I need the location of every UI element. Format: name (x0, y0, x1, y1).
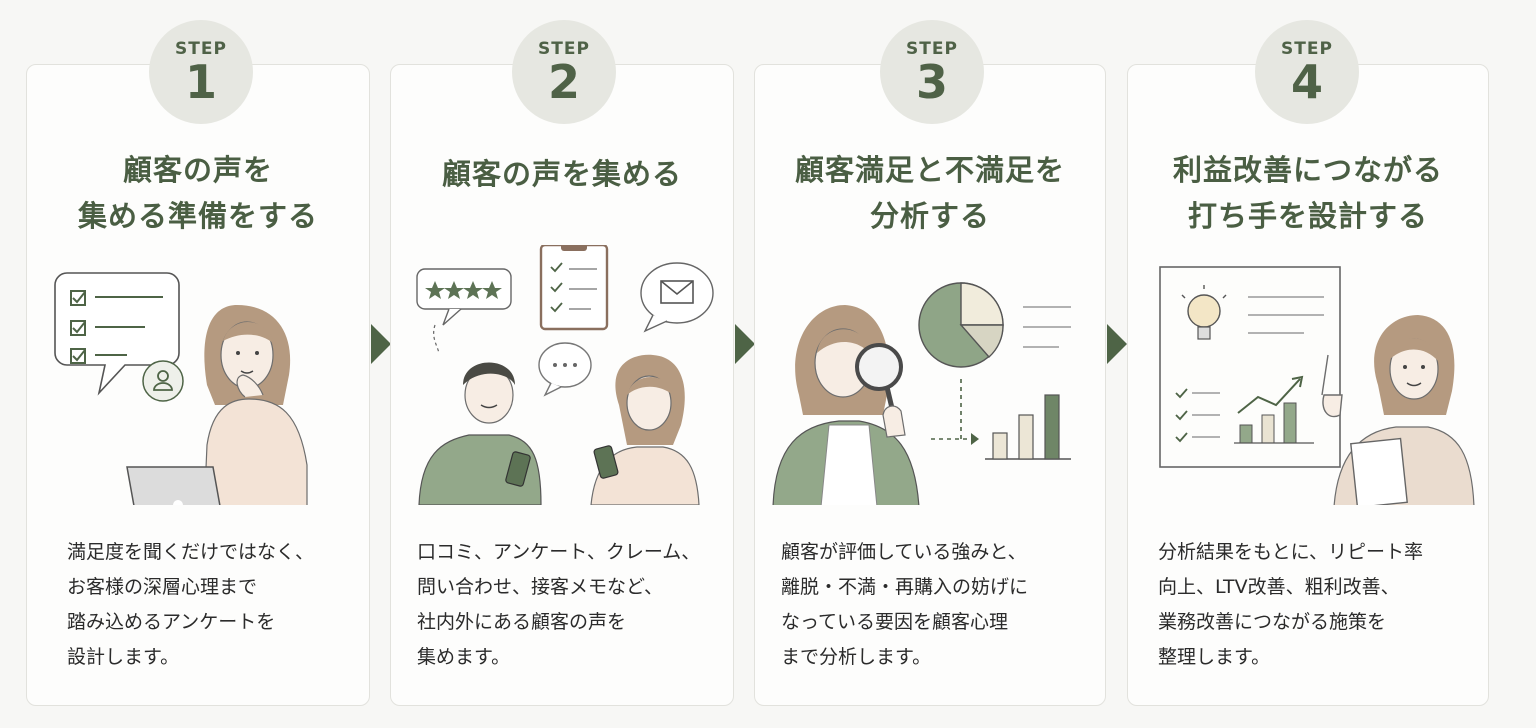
step-badge-4: STEP 4 (1255, 20, 1359, 124)
title-line: 顧客の声を (122, 153, 273, 187)
step-card-2: 顧客の声を集める (390, 64, 734, 706)
arrow-right-icon (1107, 324, 1127, 364)
step-label: STEP (538, 39, 590, 59)
document-icon (1350, 437, 1408, 505)
title-line: 分析する (869, 199, 990, 233)
clipboard-icon (539, 245, 609, 331)
description-line: 離脱・不満・再購入の妨げに (781, 576, 1029, 598)
user-icon (142, 360, 184, 402)
step-title: 顧客満足と不満足を 分析する (755, 147, 1105, 239)
step-description: 分析結果をもとに、リピート率 向上、LTV改善、粗利改善、 業務改善につながる施… (1158, 535, 1423, 675)
step-number: 4 (1290, 55, 1323, 109)
description-line: まで分析します。 (781, 646, 932, 668)
step-title: 顧客の声を集める (391, 151, 733, 197)
smartphone-icon (505, 451, 531, 487)
description-line: 口コミ、アンケート、クレーム、 (417, 541, 701, 563)
title-line: 打ち手を設計する (1187, 199, 1428, 233)
step-badge-2: STEP 2 (512, 20, 616, 124)
description-line: 満足度を聞くだけではなく、 (67, 541, 315, 563)
pie-chart-icon (918, 282, 1004, 368)
step-label: STEP (906, 39, 958, 59)
trend-chart-icon (1234, 375, 1314, 444)
step-badge-3: STEP 3 (880, 20, 984, 124)
title-line: 集める準備をする (77, 199, 318, 233)
step-1-illustration (54, 272, 308, 505)
step-description: 口コミ、アンケート、クレーム、 問い合わせ、接客メモなど、 社内外にある顧客の声… (417, 535, 700, 675)
description-line: お客様の深層心理まで (67, 576, 258, 598)
checklist-icon (54, 272, 180, 396)
description-line: 顧客が評価している強みと、 (781, 541, 1027, 563)
step-title: 顧客の声を 集める準備をする (27, 147, 369, 239)
step-description: 顧客が評価している強みと、 離脱・不満・再購入の妨げに なっている要因を顧客心理… (781, 535, 1028, 675)
step-label: STEP (1281, 39, 1333, 59)
bar-chart-icon (985, 394, 1071, 460)
step-description: 満足度を聞くだけではなく、 お客様の深層心理まで 踏み込めるアンケートを 設計し… (67, 535, 314, 675)
description-line: 整理します。 (1158, 646, 1271, 668)
step-4-illustration (1159, 266, 1475, 505)
step-number: 3 (915, 55, 948, 109)
title-line: 顧客の声を集める (441, 157, 682, 191)
description-line: 向上、LTV改善、粗利改善、 (1158, 576, 1400, 598)
description-line: 業務改善につながる施策を (1158, 611, 1387, 633)
step-label: STEP (175, 39, 227, 59)
title-line: 利益改善につながる (1172, 153, 1443, 187)
mail-icon (640, 262, 714, 333)
description-line: 踏み込めるアンケートを (67, 611, 276, 633)
step-number: 1 (184, 55, 217, 109)
step-title: 利益改善につながる 打ち手を設計する (1128, 147, 1488, 239)
description-line: 集めます。 (417, 646, 511, 668)
star-rating-icon (416, 268, 512, 354)
laptop-icon (126, 466, 221, 505)
description-line: 問い合わせ、接客メモなど、 (417, 576, 664, 598)
step-card-4: 利益改善につながる 打ち手を設計する (1127, 64, 1489, 706)
lightbulb-icon (1181, 285, 1227, 340)
description-line: 設計します。 (67, 646, 180, 668)
step-3-illustration (772, 282, 1071, 505)
description-line: なっている要因を顧客心理 (781, 611, 1009, 633)
description-line: 社内外にある顧客の声を (417, 611, 627, 633)
step-number: 2 (547, 55, 580, 109)
arrow-right-icon (371, 324, 391, 364)
title-line: 顧客満足と不満足を (794, 153, 1065, 187)
arrow-right-icon (735, 324, 755, 364)
step-card-1: 顧客の声を 集める準備をする (26, 64, 370, 706)
description-line: 分析結果をもとに、リピート率 (1158, 541, 1424, 563)
step-badge-1: STEP 1 (149, 20, 253, 124)
step-card-3: 顧客満足と不満足を 分析する (754, 64, 1106, 706)
step-2-illustration (416, 245, 714, 505)
chat-bubble-icon (538, 342, 592, 397)
